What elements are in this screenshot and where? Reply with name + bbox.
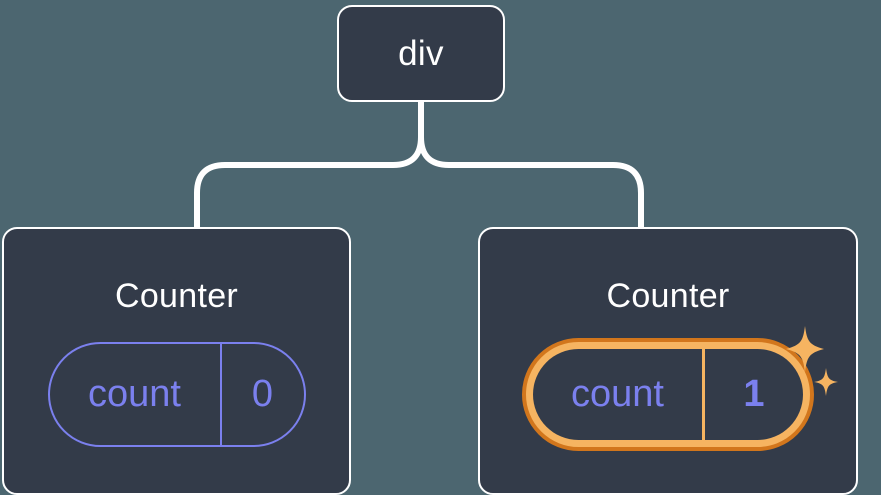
- state-pill-count-left[interactable]: count 0: [47, 342, 306, 447]
- node-div[interactable]: div: [337, 5, 505, 102]
- state-pill-inner: count 1: [533, 349, 803, 440]
- node-counter-left-label: Counter: [114, 277, 239, 315]
- state-value-label: 1: [743, 373, 765, 415]
- node-counter-right-label: Counter: [606, 277, 730, 315]
- node-div-label: div: [398, 34, 444, 73]
- edge-root-to-child-right: [418, 98, 644, 232]
- state-key-label: count: [50, 344, 222, 445]
- state-key-label: count: [533, 349, 705, 440]
- state-value-label: 0: [251, 373, 274, 415]
- edge-root-to-children: [194, 98, 424, 232]
- node-counter-left[interactable]: Counter count 0: [2, 227, 351, 495]
- state-pill-count-right[interactable]: count 1: [522, 338, 814, 451]
- node-counter-right[interactable]: Counter count 1: [478, 227, 858, 495]
- sparkle-small-icon: [814, 368, 838, 396]
